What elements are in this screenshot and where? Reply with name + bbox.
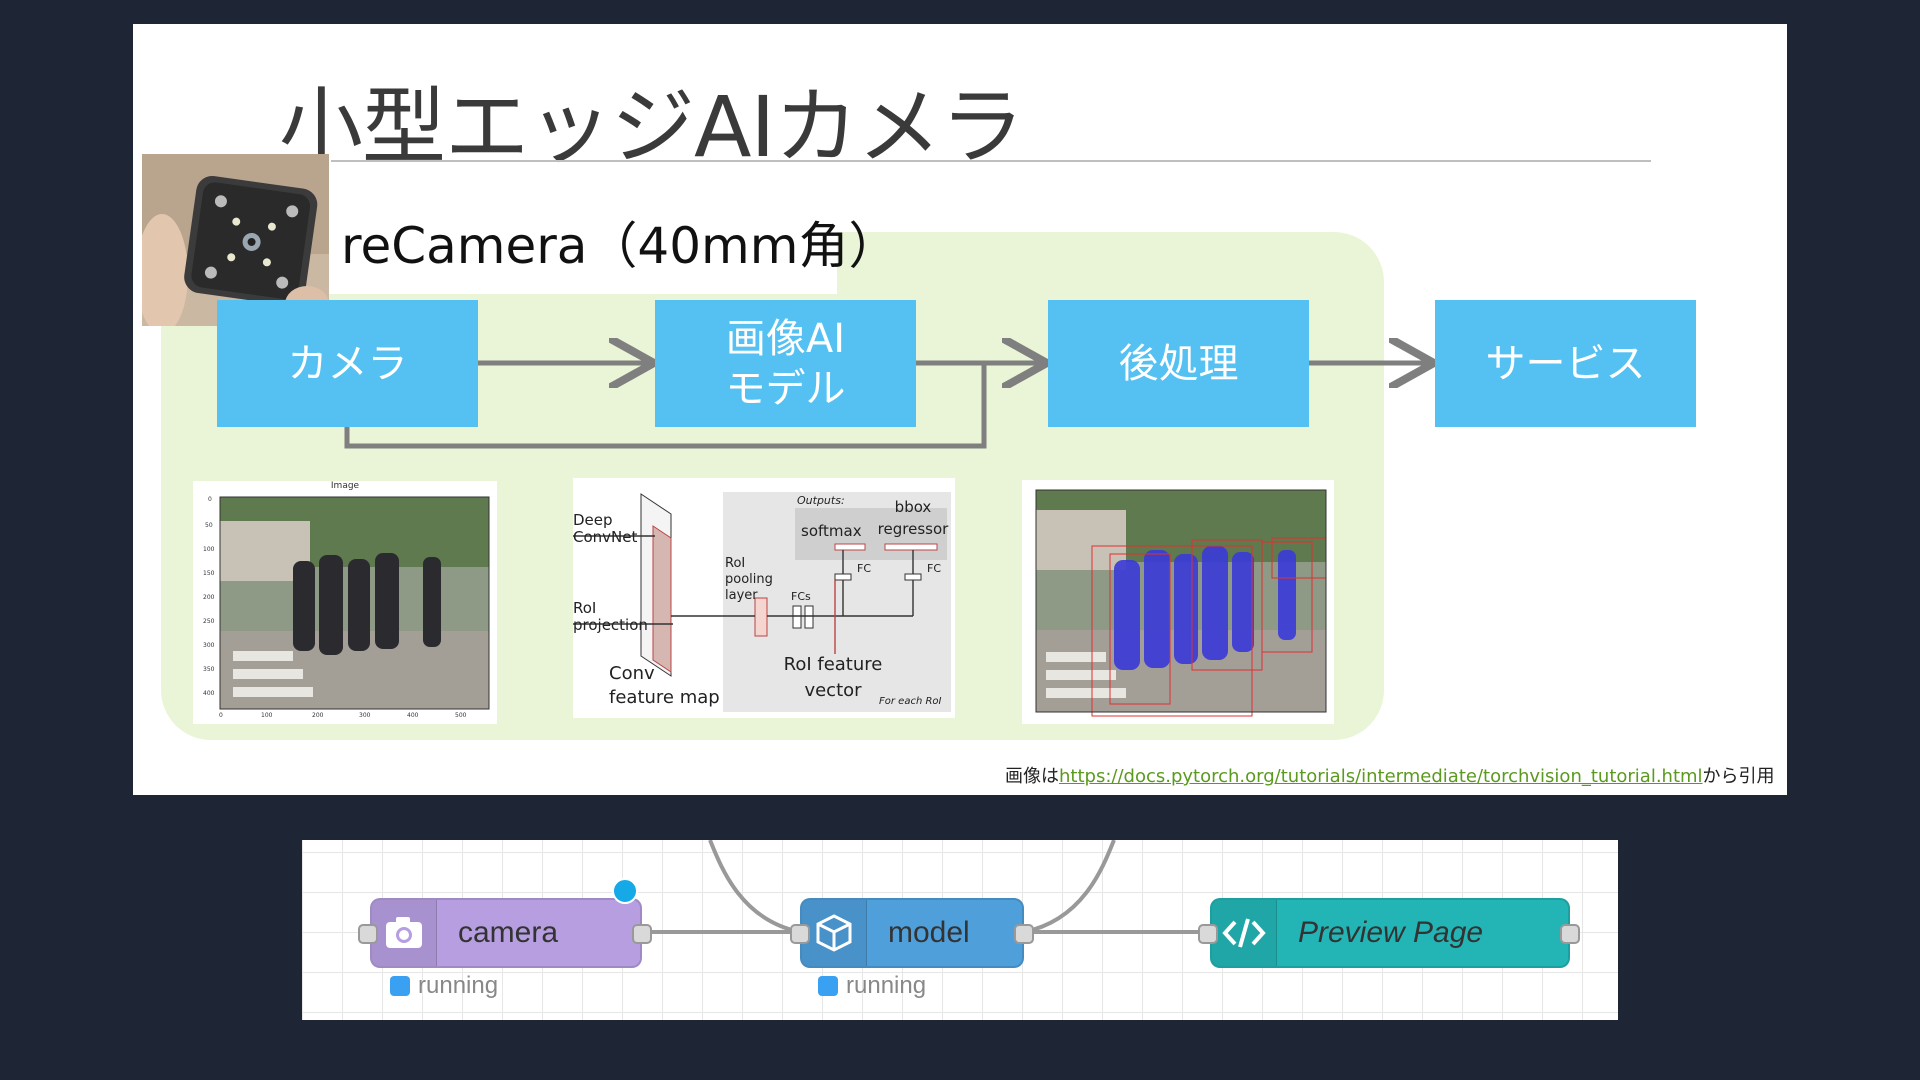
label-conv-feature-map: Conv feature map bbox=[609, 663, 720, 708]
recamera-photo bbox=[142, 154, 329, 326]
model-node-input-port[interactable] bbox=[790, 924, 810, 944]
faster-rcnn-figure: Deep ConvNet RoI projection Conv feature… bbox=[573, 478, 955, 718]
camera-node-status-text: running bbox=[418, 972, 499, 999]
flow-box-postprocess: 後処理 bbox=[1048, 300, 1309, 427]
camera-node-status: running bbox=[390, 972, 498, 1000]
label-roi-feature-vector: RoI feature vector bbox=[783, 654, 883, 701]
model-node-status: running bbox=[818, 972, 926, 1000]
citation-link[interactable]: https://docs.pytorch.org/tutorials/inter… bbox=[1059, 766, 1703, 787]
node-red-flow-canvas[interactable]: camera running model running bbox=[302, 840, 1618, 1020]
model-node-label: model bbox=[888, 916, 970, 949]
label-fcs: FCs bbox=[791, 590, 811, 603]
citation-prefix: 画像は bbox=[1005, 766, 1059, 787]
label-backdrop bbox=[323, 200, 837, 294]
flow-arrows bbox=[344, 24, 1787, 449]
label-fc-1: FC bbox=[857, 562, 872, 575]
product-label: reCamera（40mm角） bbox=[341, 217, 899, 275]
input-image: Image 0 50 100 150 200 250 300 350 400 bbox=[193, 481, 497, 724]
camera-node[interactable]: camera bbox=[370, 898, 642, 968]
preview-page-node[interactable]: Preview Page bbox=[1210, 898, 1570, 968]
citation: 画像はhttps://docs.pytorch.org/tutorials/in… bbox=[1005, 762, 1775, 788]
slide-title: 小型エッジAIカメラ bbox=[279, 78, 1024, 176]
preview-page-node-input-port[interactable] bbox=[1198, 924, 1218, 944]
model-node-status-text: running bbox=[846, 972, 927, 999]
label-softmax: softmax bbox=[801, 522, 862, 540]
svg-text:250: 250 bbox=[203, 618, 215, 625]
slide: 小型エッジAIカメラ reCamera（40mm角） bbox=[133, 24, 1787, 795]
status-dot bbox=[390, 976, 410, 996]
svg-text:400: 400 bbox=[203, 690, 215, 697]
svg-text:300: 300 bbox=[359, 712, 371, 719]
model-node-output-port[interactable] bbox=[1014, 924, 1034, 944]
citation-suffix: から引用 bbox=[1702, 766, 1775, 787]
svg-text:200: 200 bbox=[203, 594, 215, 601]
svg-text:50: 50 bbox=[205, 522, 213, 529]
flow-wires bbox=[642, 840, 1202, 934]
preview-page-node-label: Preview Page bbox=[1298, 916, 1484, 949]
status-dot bbox=[818, 976, 838, 996]
label-for-each-roi: For each RoI bbox=[879, 696, 942, 707]
label-outputs: Outputs: bbox=[797, 494, 845, 507]
camera-node-label: camera bbox=[458, 916, 559, 949]
model-node[interactable]: model bbox=[800, 898, 1024, 968]
flow-box-service: サービス bbox=[1435, 300, 1696, 427]
flow-box-camera: カメラ bbox=[217, 300, 478, 427]
svg-text:500: 500 bbox=[455, 712, 467, 719]
title-divider bbox=[331, 160, 1651, 162]
label-deep-convnet: Deep ConvNet bbox=[573, 511, 638, 546]
label-roi-pooling: RoI pooling layer bbox=[725, 556, 773, 603]
preview-page-node-output-port[interactable] bbox=[1560, 924, 1580, 944]
svg-text:300: 300 bbox=[203, 642, 215, 649]
label-bbox: bbox regressor bbox=[877, 498, 949, 538]
svg-text:150: 150 bbox=[203, 570, 215, 577]
svg-text:350: 350 bbox=[203, 666, 215, 673]
camera-node-input-port[interactable] bbox=[358, 924, 378, 944]
flow-box-model: 画像AI モデル bbox=[655, 300, 916, 427]
code-icon bbox=[1212, 900, 1277, 966]
output-image bbox=[1022, 480, 1334, 724]
svg-text:0: 0 bbox=[219, 712, 223, 719]
cube-icon bbox=[802, 900, 867, 966]
svg-text:400: 400 bbox=[407, 712, 419, 719]
input-image-title: Image bbox=[330, 481, 360, 491]
label-fc-2: FC bbox=[927, 562, 942, 575]
label-roi-projection: RoI projection bbox=[573, 599, 648, 634]
camera-icon bbox=[372, 900, 437, 966]
camera-node-changed-indicator bbox=[612, 878, 638, 904]
svg-text:100: 100 bbox=[261, 712, 273, 719]
svg-text:200: 200 bbox=[312, 712, 324, 719]
camera-node-output-port[interactable] bbox=[632, 924, 652, 944]
svg-text:100: 100 bbox=[203, 546, 215, 553]
svg-text:0: 0 bbox=[208, 496, 212, 503]
